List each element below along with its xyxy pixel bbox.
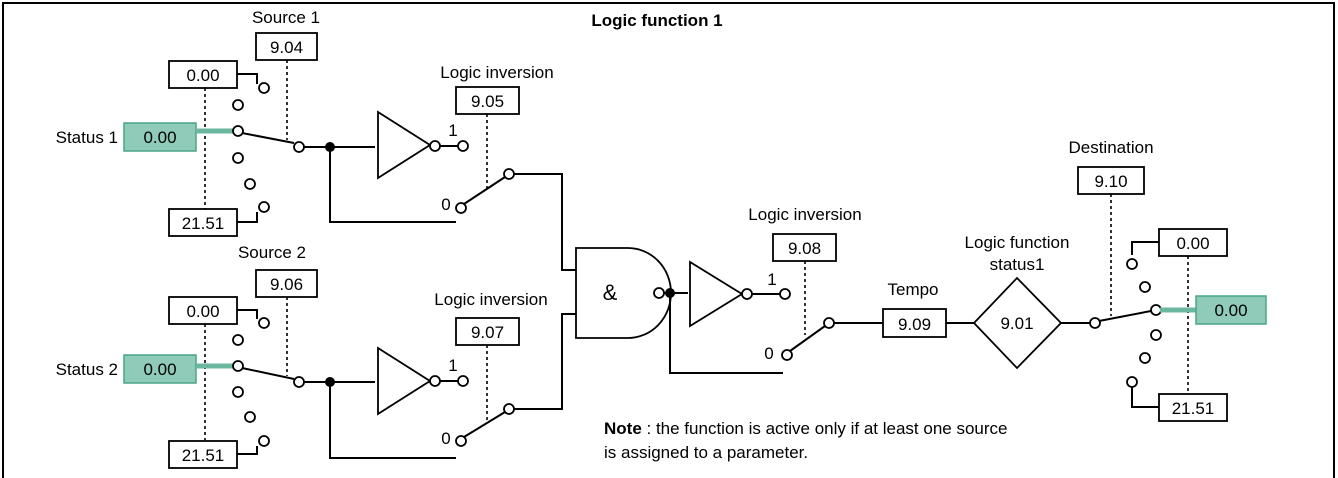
- status2-label: Status 2: [56, 360, 118, 379]
- source1-bottom-value: 21.51: [182, 214, 225, 233]
- destination-selector: Destination 9.10 0.00 0.00 21.51: [1068, 138, 1267, 422]
- inversion2-param-box: [455, 317, 520, 346]
- destination-param: 9.10: [1094, 172, 1127, 191]
- source2-param-box: [255, 269, 318, 298]
- source2-bottom-value: 21.51: [182, 446, 225, 465]
- inverter2-triangle: [377, 346, 432, 416]
- destination-label: Destination: [1068, 138, 1153, 157]
- svg-text:1: 1: [448, 121, 457, 140]
- source2-top-value: 0.00: [186, 302, 219, 321]
- note-text-1: : the function is active only if at leas…: [642, 419, 1008, 438]
- inversion1-param: 9.05: [471, 92, 504, 111]
- source1-bottom-box: [168, 208, 238, 237]
- destination-bottom-box: [1158, 393, 1228, 422]
- destination-value-box: [1195, 295, 1267, 325]
- svg-text:0: 0: [441, 195, 450, 214]
- inversion3-param: 9.08: [788, 239, 821, 258]
- inversion3-param-box: [772, 233, 837, 262]
- note-line2: is assigned to a parameter.: [604, 443, 808, 462]
- status-output: Logic function status1 9.01: [965, 233, 1101, 370]
- destination-top-value: 0.00: [1176, 234, 1209, 253]
- source2-label: Source 2: [238, 243, 306, 262]
- svg-text:0: 0: [441, 429, 450, 448]
- inversion2: 1 Logic inversion 9.07 0: [304, 290, 576, 459]
- source2-selector: Source 2 9.06 0.00 0.00 Status 2 21.51: [56, 243, 318, 469]
- and-gate: &: [575, 247, 688, 339]
- inversion2-label: Logic inversion: [434, 290, 547, 309]
- tempo-param-box: [882, 308, 947, 338]
- destination-bottom-value: 21.51: [1172, 399, 1215, 418]
- destination-value: 0.00: [1214, 301, 1247, 320]
- inversion3-label: Logic inversion: [748, 205, 861, 224]
- source1-param: 9.04: [270, 38, 303, 57]
- status-diamond: [972, 276, 1063, 370]
- status1-value-box: [123, 122, 197, 152]
- status1-value: 0.00: [143, 128, 176, 147]
- source1-top-value: 0.00: [186, 66, 219, 85]
- inverter3-triangle: [689, 260, 744, 328]
- tempo-label: Tempo: [887, 280, 938, 299]
- svg-text:1: 1: [448, 356, 457, 375]
- status2-value-box: [123, 354, 197, 384]
- source1-top-box: [168, 60, 238, 89]
- status-out-label-2: status1: [990, 255, 1045, 274]
- source1-selector: Source 1 9.04 0.00 0.00 Status 1 21.51: [56, 8, 320, 237]
- diagram-title: Logic function 1: [591, 11, 722, 30]
- inverter1-triangle: [377, 110, 432, 180]
- tempo-param: 9.09: [898, 315, 931, 334]
- svg-text:0: 0: [764, 344, 773, 363]
- inversion1-label: Logic inversion: [440, 63, 553, 82]
- status-out-label-1: Logic function: [965, 233, 1070, 252]
- inversion2-param: 9.07: [471, 323, 504, 342]
- source1-label: Source 1: [252, 8, 320, 27]
- destination-top-box: [1158, 228, 1228, 257]
- svg-text:1: 1: [767, 270, 776, 289]
- note-line1: Note : the function is active only if at…: [604, 419, 1007, 438]
- note: Note : the function is active only if at…: [604, 419, 1007, 462]
- inversion1: 1 Logic inversion 9.05 0: [304, 63, 576, 271]
- source2-param: 9.06: [270, 275, 303, 294]
- tempo-block: Tempo 9.09: [882, 280, 974, 338]
- status2-value: 0.00: [143, 360, 176, 379]
- source2-top-box: [168, 296, 238, 325]
- status1-label: Status 1: [56, 128, 118, 147]
- inversion3: 1 Logic inversion 9.08 0: [669, 205, 883, 374]
- source2-bottom-box: [168, 440, 238, 469]
- note-bold: Note: [604, 419, 642, 438]
- destination-param-box: [1077, 166, 1145, 195]
- status-out-param: 9.01: [1000, 314, 1033, 333]
- and-symbol: &: [603, 280, 618, 305]
